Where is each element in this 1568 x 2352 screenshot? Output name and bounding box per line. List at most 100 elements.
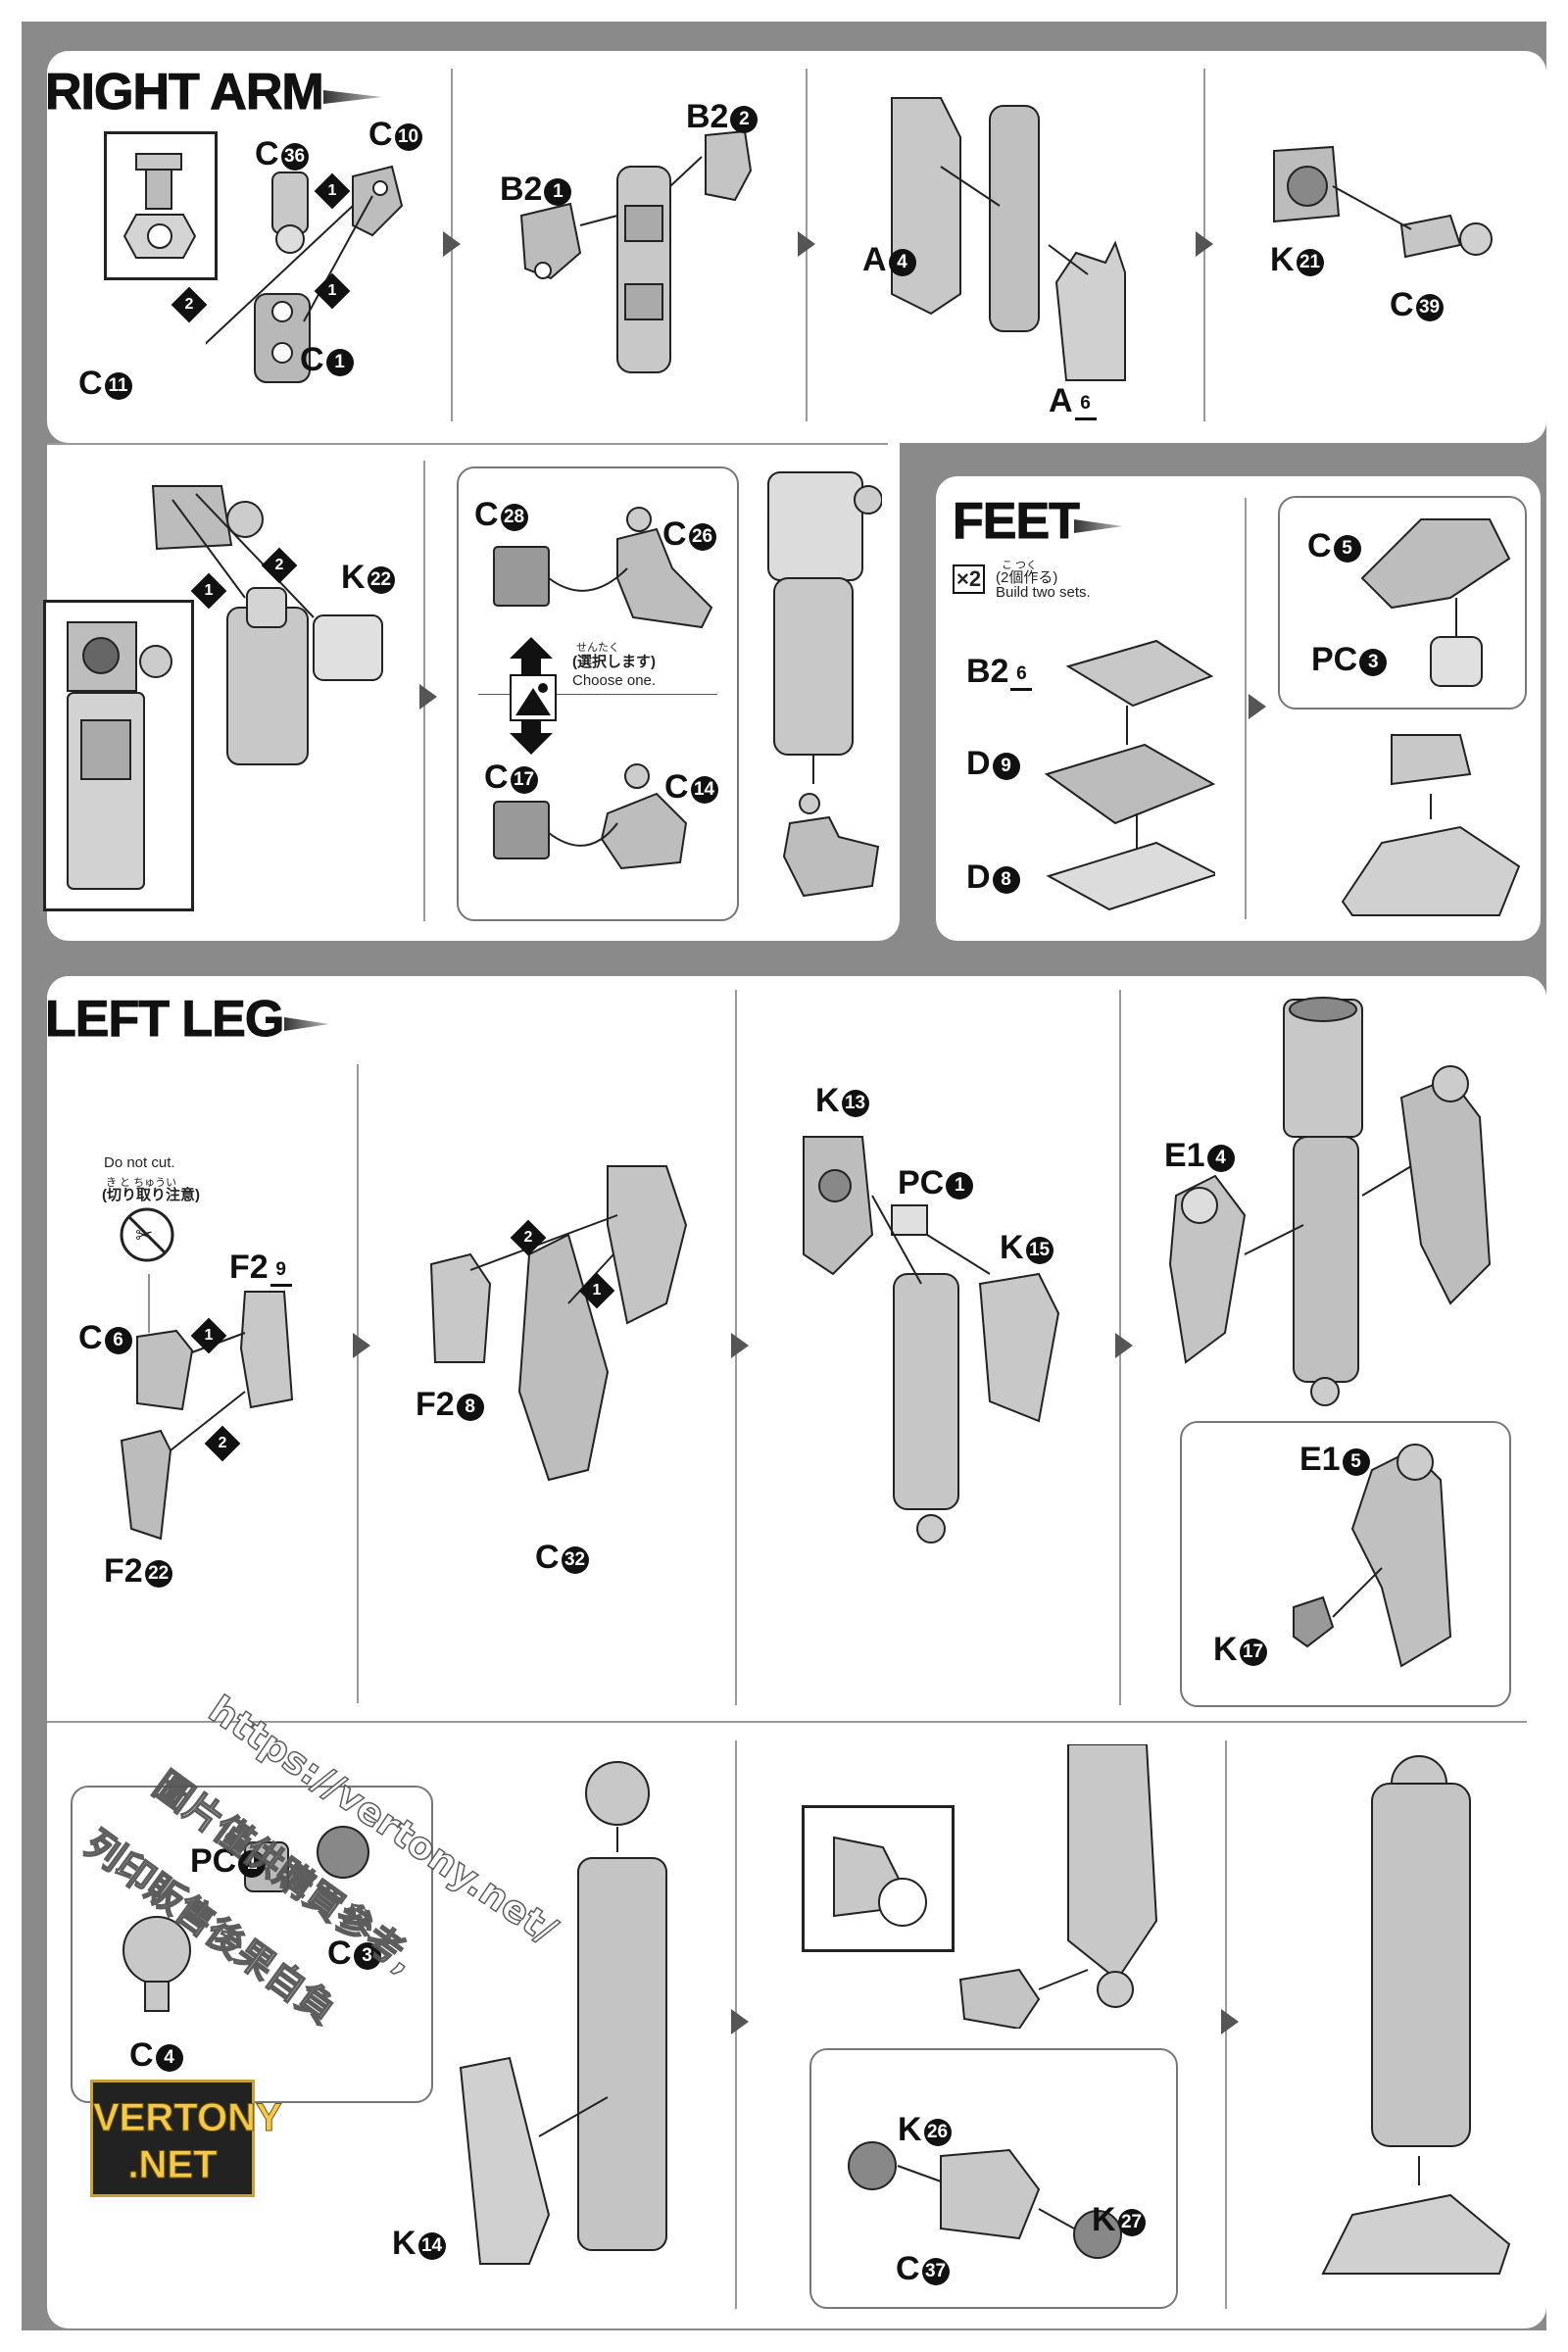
choose-ruby: せんたく — [576, 642, 619, 654]
arm-parts-step5 — [151, 485, 383, 765]
foot-assembled — [1341, 734, 1521, 916]
no-cut-icon: ✂ — [120, 1207, 174, 1262]
choose-en: Choose one. — [572, 672, 657, 689]
detail-inset — [43, 600, 194, 911]
leg-parts-step2 — [429, 1165, 688, 1482]
foot-parts-exploded — [1044, 639, 1215, 911]
hand-options — [493, 507, 713, 870]
svg-text:✂: ✂ — [135, 1224, 153, 1249]
next-step-arrow — [1196, 231, 1213, 257]
do-not-cut-ruby: き と ちゅうい — [106, 1177, 177, 1189]
next-step-arrow — [419, 684, 437, 710]
do-not-cut-jp: (切り取り注意) — [102, 1187, 200, 1203]
step-marker: 1 — [314, 272, 351, 310]
arm-parts-step1 — [206, 165, 404, 383]
ankle-parts — [958, 1744, 1158, 2029]
next-step-arrow — [443, 231, 461, 257]
step-divider — [1245, 498, 1247, 919]
detail-inset — [104, 131, 218, 280]
row-divider — [47, 1721, 1527, 1723]
step-divider — [357, 1064, 359, 1703]
vertony-logo: VERTONY .NET — [90, 2080, 282, 2197]
next-step-arrow — [1221, 2009, 1239, 2034]
ankle-detail-parts — [848, 2141, 1122, 2259]
row-divider — [47, 443, 888, 445]
foot-detail-parts — [1360, 518, 1511, 687]
step-marker: 1 — [578, 1272, 615, 1309]
step-marker: 2 — [261, 547, 298, 584]
step-marker: 1 — [314, 172, 351, 210]
next-step-arrow — [731, 1333, 749, 1358]
step-marker: 1 — [190, 572, 227, 610]
next-step-arrow — [731, 2009, 749, 2034]
step-marker: 2 — [510, 1219, 547, 1256]
forearm-assembled — [767, 471, 882, 898]
next-step-arrow — [353, 1333, 370, 1358]
build-two-jp: (2個作る) — [996, 569, 1058, 586]
next-step-arrow — [1115, 1333, 1133, 1358]
arm-parts-step2 — [519, 129, 753, 373]
build-two-ruby: こ つく — [1002, 560, 1038, 571]
section-title-right-arm: RIGHT ARM — [45, 64, 325, 122]
step-marker: 1 — [190, 1317, 227, 1354]
section-title-left-leg: LEFT LEG — [44, 991, 284, 1049]
option-divider — [478, 694, 717, 695]
build-two-mult: ×2 — [953, 564, 986, 594]
leg-detail-parts — [1293, 1444, 1452, 1668]
leg-parts-step3 — [803, 1136, 1060, 1544]
ankle-inset — [802, 1805, 955, 1952]
do-not-cut-en: Do not cut. — [104, 1154, 175, 1171]
next-step-arrow — [798, 231, 815, 257]
leg-parts-step1 — [120, 1274, 294, 1541]
leg-parts-step4 — [1168, 997, 1492, 1406]
lower-leg-assembly — [459, 1761, 667, 2265]
leg-final-assembly — [1321, 1755, 1511, 2275]
arm-parts-step4 — [1273, 145, 1493, 259]
section-title-feet: FEET — [953, 493, 1081, 551]
next-step-arrow — [1249, 694, 1266, 719]
choose-jp: (選択します) — [572, 654, 656, 670]
step-marker: 2 — [171, 286, 208, 323]
choose-arrows-icon — [510, 637, 553, 755]
build-two-en: Build two sets. — [996, 584, 1091, 601]
step-marker: 2 — [204, 1425, 241, 1462]
arm-parts-step3 — [891, 97, 1126, 381]
